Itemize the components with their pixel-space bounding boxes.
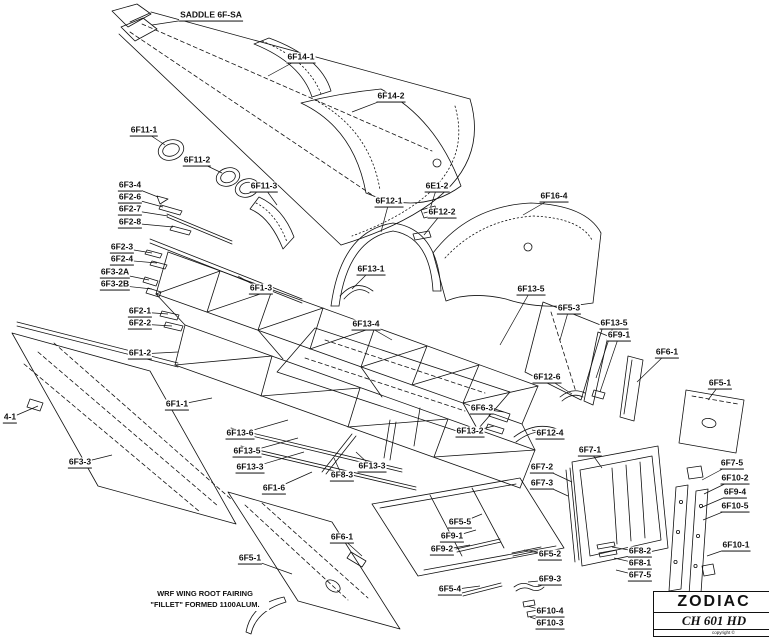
note-line-1: WRF WING ROOT FAIRING bbox=[157, 589, 253, 598]
title-block: ZODIAC CH 601 HD bbox=[653, 591, 769, 637]
model-number: CH 601 HD bbox=[654, 613, 769, 630]
wing-root-fairing-note: WRF WING ROOT FAIRING "FILLET" FORMED 11… bbox=[141, 588, 269, 611]
brand-name: ZODIAC bbox=[654, 592, 769, 613]
leader-lines bbox=[9, 15, 737, 625]
note-line-2: "FILLET" FORMED 1100ALUM. bbox=[150, 600, 260, 610]
copyright-text: copyright © bbox=[712, 630, 735, 635]
